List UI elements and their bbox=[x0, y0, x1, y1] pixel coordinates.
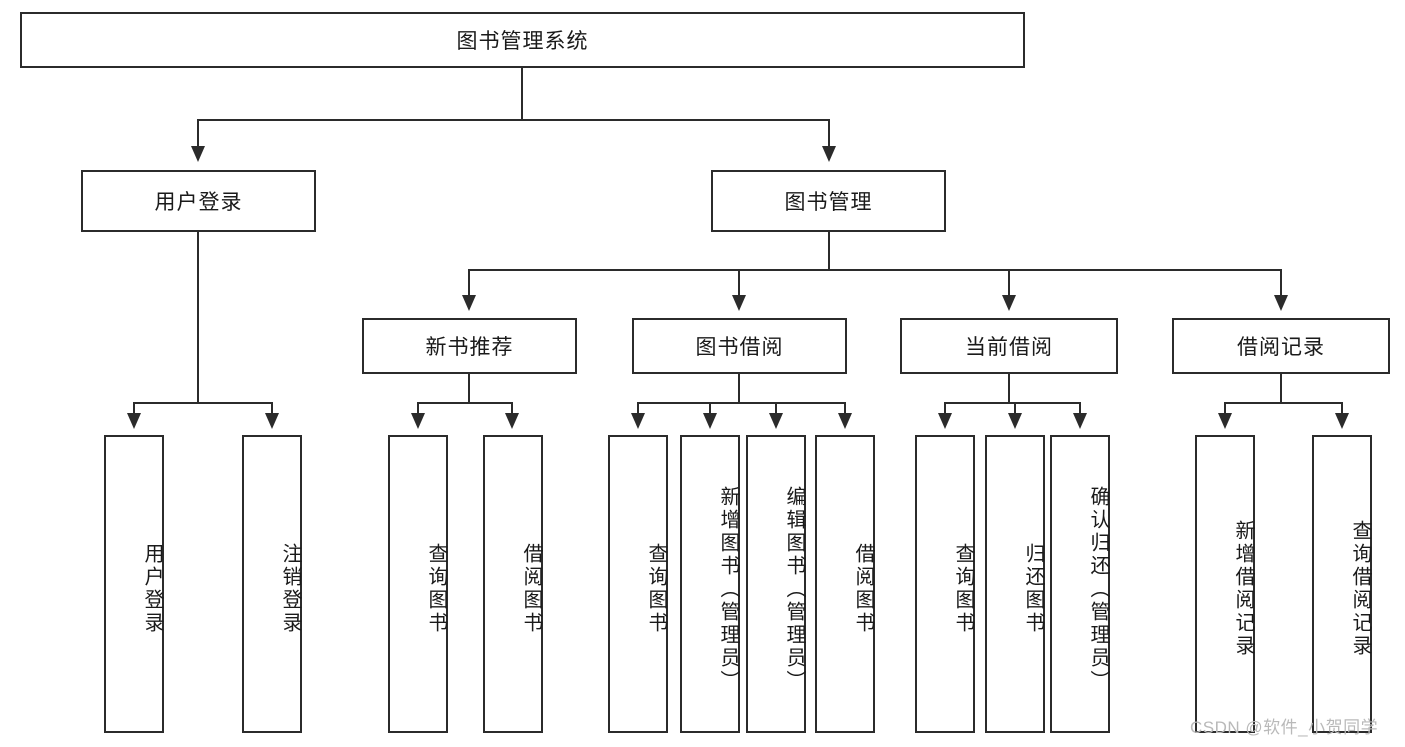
leaf-label: 编辑图书（管理员） bbox=[783, 485, 805, 693]
leaf-label: 查询借阅记录 bbox=[1349, 520, 1371, 658]
connector-book-mgmt-child-3 bbox=[1008, 269, 1010, 299]
node-label: 借阅记录 bbox=[1237, 336, 1325, 359]
leaf-label: 注销登录 bbox=[279, 543, 301, 635]
connector-user-login-stem bbox=[197, 232, 199, 403]
arrow-borrow-child-3 bbox=[769, 413, 783, 429]
node-borrowing-records[interactable]: 借阅记录 bbox=[1172, 318, 1390, 374]
arrow-new-book-child-1 bbox=[411, 413, 425, 429]
connector-borrow-child-4 bbox=[844, 402, 846, 417]
connector-borrow-bus bbox=[637, 402, 845, 404]
leaf-edit-book-admin[interactable]: 编辑图书（管理员） bbox=[746, 435, 806, 733]
leaf-label: 用户登录 bbox=[141, 543, 163, 635]
node-user-login[interactable]: 用户登录 bbox=[81, 170, 316, 232]
leaf-add-borrow-record[interactable]: 新增借阅记录 bbox=[1195, 435, 1255, 733]
connector-book-mgmt-child-4 bbox=[1280, 269, 1282, 299]
connector-book-mgmt-stem bbox=[828, 232, 830, 270]
node-label: 用户登录 bbox=[154, 191, 243, 214]
node-current-borrowing[interactable]: 当前借阅 bbox=[900, 318, 1118, 374]
connector-borrow-child-2 bbox=[709, 402, 711, 417]
connector-borrow-child-3 bbox=[775, 402, 777, 417]
leaf-label: 查询图书 bbox=[952, 543, 974, 635]
node-book-borrowing[interactable]: 图书借阅 bbox=[632, 318, 847, 374]
arrow-borrow-child-2 bbox=[703, 413, 717, 429]
leaf-user-login[interactable]: 用户登录 bbox=[104, 435, 164, 733]
connector-new-book-stem bbox=[468, 374, 470, 403]
connector-records-child-1 bbox=[1224, 402, 1226, 417]
leaf-query-borrow-record[interactable]: 查询借阅记录 bbox=[1312, 435, 1372, 733]
leaf-label: 新增借阅记录 bbox=[1232, 520, 1254, 658]
arrow-book-mgmt-child-2 bbox=[732, 295, 746, 311]
node-label: 当前借阅 bbox=[965, 336, 1053, 359]
arrow-book-mgmt-child-1 bbox=[462, 295, 476, 311]
leaf-query-books-borrowing[interactable]: 查询图书 bbox=[608, 435, 668, 733]
arrow-root-to-book-mgmt bbox=[822, 146, 836, 162]
connector-root-to-user-login bbox=[197, 119, 199, 150]
connector-user-login-child-1 bbox=[133, 402, 135, 417]
leaf-logout[interactable]: 注销登录 bbox=[242, 435, 302, 733]
node-book-management[interactable]: 图书管理 bbox=[711, 170, 946, 232]
leaf-label: 归还图书 bbox=[1022, 543, 1044, 635]
connector-root-stem bbox=[521, 68, 523, 120]
arrow-book-mgmt-child-3 bbox=[1002, 295, 1016, 311]
arrow-user-login-child-1 bbox=[127, 413, 141, 429]
connector-user-login-child-2 bbox=[271, 402, 273, 417]
leaf-label: 借阅图书 bbox=[520, 543, 542, 635]
connector-book-mgmt-bus bbox=[468, 269, 1282, 271]
arrow-records-child-1 bbox=[1218, 413, 1232, 429]
leaf-label: 查询图书 bbox=[645, 543, 667, 635]
arrow-new-book-child-2 bbox=[505, 413, 519, 429]
connector-current-child-1 bbox=[944, 402, 946, 417]
arrow-current-child-3 bbox=[1073, 413, 1087, 429]
arrow-current-child-2 bbox=[1008, 413, 1022, 429]
leaf-label: 查询图书 bbox=[425, 543, 447, 635]
leaf-query-books-current[interactable]: 查询图书 bbox=[915, 435, 975, 733]
connector-borrow-child-1 bbox=[637, 402, 639, 417]
connector-current-child-3 bbox=[1079, 402, 1081, 417]
connector-records-stem bbox=[1280, 374, 1282, 403]
node-label: 图书借阅 bbox=[695, 336, 784, 359]
leaf-label: 确认归还（管理员） bbox=[1087, 485, 1109, 693]
node-label: 图书管理 bbox=[784, 191, 873, 214]
connector-book-mgmt-child-1 bbox=[468, 269, 470, 299]
leaf-borrow-books-borrowing[interactable]: 借阅图书 bbox=[815, 435, 875, 733]
connector-records-child-2 bbox=[1341, 402, 1343, 417]
connector-book-mgmt-child-2 bbox=[738, 269, 740, 299]
connector-new-book-child-1 bbox=[417, 402, 419, 417]
connector-current-bus bbox=[944, 402, 1081, 404]
arrow-book-mgmt-child-4 bbox=[1274, 295, 1288, 311]
connector-new-book-child-2 bbox=[511, 402, 513, 417]
node-root-book-management-system[interactable]: 图书管理系统 bbox=[20, 12, 1025, 68]
connector-user-login-bus bbox=[133, 402, 273, 404]
leaf-label: 新增图书（管理员） bbox=[717, 485, 739, 693]
arrow-current-child-1 bbox=[938, 413, 952, 429]
connector-current-stem bbox=[1008, 374, 1010, 403]
connector-borrow-stem bbox=[738, 374, 740, 403]
leaf-query-books-new-book[interactable]: 查询图书 bbox=[388, 435, 448, 733]
leaf-add-book-admin[interactable]: 新增图书（管理员） bbox=[680, 435, 740, 733]
arrow-records-child-2 bbox=[1335, 413, 1349, 429]
connector-records-bus bbox=[1224, 402, 1342, 404]
arrow-borrow-child-1 bbox=[631, 413, 645, 429]
node-new-book-recommendation[interactable]: 新书推荐 bbox=[362, 318, 577, 374]
leaf-label: 借阅图书 bbox=[852, 543, 874, 635]
leaf-confirm-return-admin[interactable]: 确认归还（管理员） bbox=[1050, 435, 1110, 733]
connector-root-to-book-mgmt bbox=[828, 119, 830, 150]
leaf-return-books[interactable]: 归还图书 bbox=[985, 435, 1045, 733]
connector-root-bus bbox=[198, 119, 830, 121]
connector-new-book-bus bbox=[417, 402, 513, 404]
node-label: 新书推荐 bbox=[425, 336, 514, 359]
node-label: 图书管理系统 bbox=[456, 30, 589, 53]
leaf-borrow-books-new-book[interactable]: 借阅图书 bbox=[483, 435, 543, 733]
arrow-borrow-child-4 bbox=[838, 413, 852, 429]
csdn-watermark: CSDN @软件_小贺同学 bbox=[1190, 718, 1379, 737]
arrow-user-login-child-2 bbox=[265, 413, 279, 429]
connector-current-child-2 bbox=[1014, 402, 1016, 417]
arrow-root-to-user-login bbox=[191, 146, 205, 162]
